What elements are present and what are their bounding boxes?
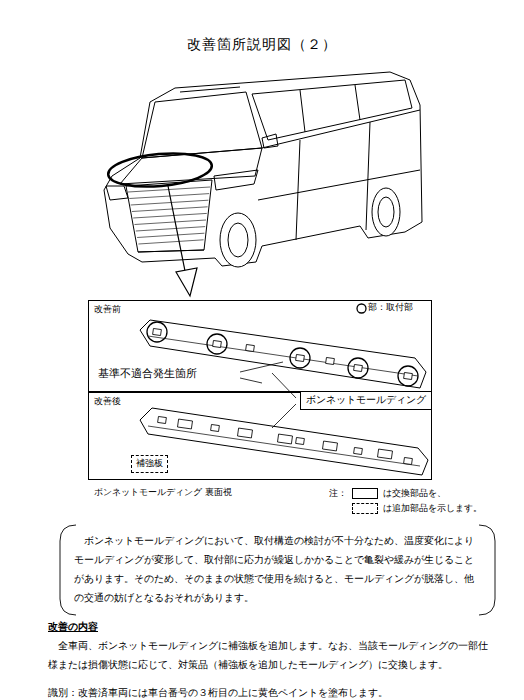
drawing-stroke (296, 140, 300, 240)
grille-bar (136, 227, 205, 231)
view-caption: ボンネットモールディング 裏面視 (94, 487, 232, 499)
identification-text: 識別：改善済車両には車台番号の３桁目の上に黄色ペイントを塗布します。 (48, 686, 388, 699)
explanation-box: ボンネットモールディングにおいて、取付構造の検討が不十分なため、温度変化によりモ… (60, 525, 495, 615)
drawing-stroke (140, 408, 428, 475)
drawing-stroke (207, 334, 227, 354)
reinforcement-plate (378, 449, 393, 459)
grille-bar (133, 213, 207, 218)
drawing-stroke (148, 426, 420, 466)
grille-bars (128, 187, 210, 244)
drawing-stroke (262, 134, 278, 148)
clip (153, 328, 162, 335)
added-part-box: 補強板 (131, 455, 168, 473)
page-title: 改善箇所説明図（２） (0, 36, 524, 54)
nonconformity-label: 基準不適合発生箇所 (96, 367, 199, 381)
drawing-stroke (479, 525, 495, 615)
drawing-stroke (106, 186, 128, 200)
explanation-text: ボンネットモールディングにおいて、取付構造の検討が不十分なため、温度変化によりモ… (74, 531, 481, 607)
drawing-stroke (120, 148, 262, 184)
legend-text: は交換部品を、 (383, 488, 446, 500)
clip (213, 340, 222, 347)
box-label: 補強板 (136, 458, 163, 469)
clip (326, 357, 335, 364)
drawing-stroke (262, 110, 420, 148)
drawing-stroke (147, 322, 167, 342)
drawing-stroke (290, 348, 310, 368)
leader-lines (240, 362, 296, 428)
legend-text: は追加部品を示します。 (383, 503, 482, 515)
drawing-stroke (220, 213, 256, 267)
grille-bar (137, 233, 204, 237)
drawing-stroke (104, 72, 422, 266)
grille-bar (138, 240, 203, 244)
drawing-stroke (378, 197, 394, 227)
drawing-stroke (348, 358, 368, 378)
legend-solid-box (352, 488, 378, 499)
legend-dashed-box (352, 503, 378, 514)
legend-text: 部：取付部 (368, 302, 413, 314)
drawing-stroke (366, 122, 370, 230)
highlight-ellipse (107, 150, 213, 191)
clip (296, 437, 305, 444)
clip (211, 424, 220, 431)
drawing-stroke (228, 223, 248, 257)
part-callout-box: ボンネットモールディング (300, 391, 432, 410)
reinforcement-plate (323, 441, 338, 451)
drawing-stroke (355, 85, 360, 120)
leader-line (272, 373, 296, 398)
legend-circle-sample (356, 303, 367, 314)
car-illustration (104, 72, 422, 267)
leader-line (240, 378, 262, 383)
section-heading: 改善の内容 (48, 620, 98, 633)
drawing-stroke (300, 90, 305, 132)
drawing-stroke (142, 92, 262, 158)
box-label: ボンネットモールディング (306, 394, 426, 407)
molding-after (140, 408, 428, 475)
reinforcement-plate (278, 434, 293, 444)
reinforcement-plates (178, 419, 393, 459)
drawing-stroke (372, 188, 400, 236)
clip (404, 457, 413, 464)
clip (354, 364, 363, 371)
grille-bar (132, 207, 208, 212)
drawing-stroke (398, 366, 418, 386)
clip (404, 372, 413, 379)
clip (246, 344, 255, 351)
grille-bar (135, 220, 207, 225)
bracket-frame (60, 525, 495, 615)
drawing-stroke (180, 87, 240, 92)
clip (354, 447, 363, 454)
reinforcement-plate (178, 419, 193, 429)
pointer-arrow-shaft (168, 186, 186, 276)
drawing-stroke (214, 170, 258, 190)
clip (158, 416, 167, 423)
pointer-arrowhead (176, 268, 197, 296)
drawing-stroke (138, 250, 204, 252)
clip (296, 354, 305, 361)
legend-circle (357, 304, 366, 313)
leader-line (240, 362, 283, 372)
remedy-text: 全車両、ボンネットモールディングに補強板を追加します。なお、当該モールディングの… (48, 636, 488, 674)
note-label: 注： (329, 488, 347, 500)
grille-bar (131, 200, 209, 205)
reinforcement-plate (238, 428, 253, 438)
leader-line (272, 404, 296, 428)
drawing-stroke (60, 525, 76, 615)
mounting-clips (158, 416, 413, 464)
